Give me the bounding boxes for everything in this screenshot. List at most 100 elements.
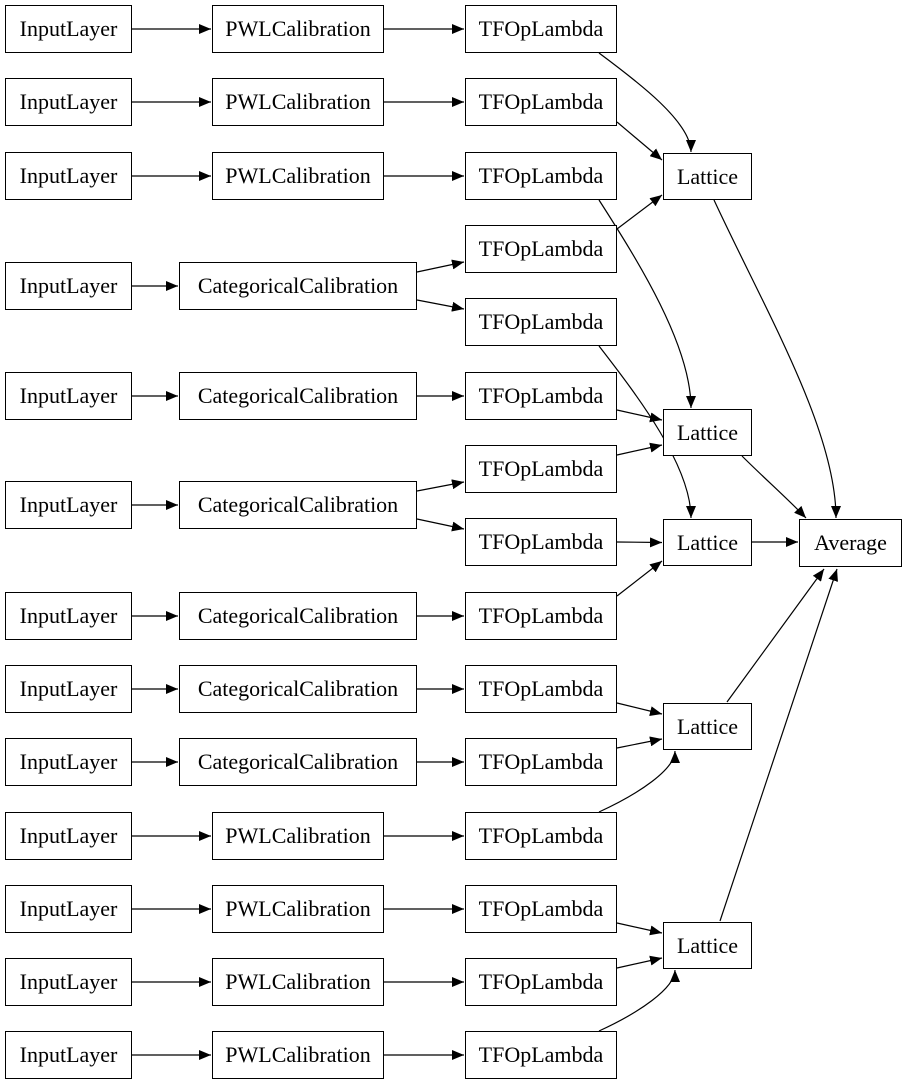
node-label: PWLCalibration — [225, 89, 371, 114]
node-cal11-pwlcalibration-box: PWLCalibration — [212, 885, 384, 933]
node-lat5-lattice-box: Lattice — [663, 922, 752, 969]
node-label: TFOpLambda — [478, 236, 604, 261]
node-label: InputLayer — [19, 823, 118, 848]
node-label: InputLayer — [19, 492, 118, 517]
node-cal7-categoricalcalibration-box: CategoricalCalibration — [179, 592, 417, 640]
node-label: InputLayer — [19, 1042, 118, 1067]
node-label: InputLayer — [19, 163, 118, 188]
node-label: PWLCalibration — [225, 16, 371, 41]
node-cal3-pwlcalibration-box: PWLCalibration — [212, 152, 384, 200]
node-label: CategoricalCalibration — [197, 676, 399, 701]
edge-lam7-to-lat2 — [616, 442, 663, 456]
node-label: InputLayer — [19, 676, 118, 701]
node-cal5-categoricalcalibration-box: CategoricalCalibration — [179, 372, 417, 420]
node-label: TFOpLambda — [478, 89, 604, 114]
node-lat4-lattice-box: Lattice — [663, 703, 752, 750]
node-label: TFOpLambda — [478, 603, 604, 628]
node-label: InputLayer — [19, 383, 118, 408]
node-label: PWLCalibration — [225, 163, 371, 188]
node-label: TFOpLambda — [478, 749, 604, 774]
node-lam14-tfoplambda-box: TFOpLambda — [465, 958, 617, 1006]
edge-lat4-to-avg — [726, 568, 825, 703]
node-in10-inputlayer-box: InputLayer — [5, 812, 132, 860]
node-label: Lattice — [676, 713, 739, 739]
node-label: InputLayer — [19, 749, 118, 774]
edge-lat5-to-avg — [719, 568, 838, 922]
node-label: CategoricalCalibration — [197, 492, 399, 517]
node-label: InputLayer — [19, 896, 118, 921]
edge-lat2-to-avg — [741, 455, 807, 519]
edge-lam15-to-lat5 — [598, 969, 680, 1032]
node-label: TFOpLambda — [478, 1042, 604, 1067]
node-label: Lattice — [676, 932, 739, 958]
node-lam3-tfoplambda-box: TFOpLambda — [465, 152, 617, 200]
edge-cal4-to-lam5 — [416, 299, 465, 312]
node-cal2-pwlcalibration-box: PWLCalibration — [212, 78, 384, 126]
edge-lat1-to-avg — [713, 199, 841, 519]
node-label: InputLayer — [19, 603, 118, 628]
node-label: TFOpLambda — [478, 969, 604, 994]
edge-cal6-to-lam8 — [416, 518, 465, 532]
node-cal8-categoricalcalibration-box: CategoricalCalibration — [179, 665, 417, 713]
node-in4-inputlayer-box: InputLayer — [5, 262, 132, 310]
node-in8-inputlayer-box: InputLayer — [5, 665, 132, 713]
edge-lam12-to-lat4 — [598, 750, 680, 813]
edge-lam4-to-lat1 — [616, 194, 663, 230]
node-lat2-lattice-box: Lattice — [663, 409, 752, 456]
node-label: Average — [814, 530, 887, 555]
node-cal10-pwlcalibration-box: PWLCalibration — [212, 812, 384, 860]
node-label: PWLCalibration — [225, 1042, 371, 1067]
node-lam4-tfoplambda-box: TFOpLambda — [465, 225, 617, 273]
edge-lam10-to-lat4 — [616, 702, 663, 717]
node-lam2-tfoplambda-box: TFOpLambda — [465, 78, 617, 126]
node-label: TFOpLambda — [478, 309, 604, 334]
node-label: TFOpLambda — [478, 823, 604, 848]
node-avg-average-box: Average — [799, 519, 902, 567]
node-lam6-tfoplambda-box: TFOpLambda — [465, 372, 617, 420]
node-in13-inputlayer-box: InputLayer — [5, 1031, 132, 1079]
node-lat1-lattice-box: Lattice — [663, 153, 752, 200]
node-in2-inputlayer-box: InputLayer — [5, 78, 132, 126]
node-in11-inputlayer-box: InputLayer — [5, 885, 132, 933]
node-label: InputLayer — [19, 273, 118, 298]
node-label: PWLCalibration — [225, 969, 371, 994]
node-cal4-categoricalcalibration-box: CategoricalCalibration — [179, 262, 417, 310]
node-lam15-tfoplambda-box: TFOpLambda — [465, 1031, 617, 1079]
node-lam12-tfoplambda-box: TFOpLambda — [465, 812, 617, 860]
node-label: InputLayer — [19, 969, 118, 994]
node-cal6-categoricalcalibration-box: CategoricalCalibration — [179, 481, 417, 529]
node-lam8-tfoplambda-box: TFOpLambda — [465, 518, 617, 566]
node-label: CategoricalCalibration — [197, 273, 399, 298]
node-label: Lattice — [676, 529, 739, 555]
node-lam9-tfoplambda-box: TFOpLambda — [465, 592, 617, 640]
node-cal1-pwlcalibration-box: PWLCalibration — [212, 5, 384, 53]
edge-lam9-to-lat3 — [616, 560, 663, 597]
node-in1-inputlayer-box: InputLayer — [5, 5, 132, 53]
node-lam13-tfoplambda-box: TFOpLambda — [465, 885, 617, 933]
edge-lam5-to-lat3 — [598, 345, 696, 519]
node-lam1-tfoplambda-box: TFOpLambda — [465, 5, 617, 53]
node-in9-inputlayer-box: InputLayer — [5, 738, 132, 786]
node-label: CategoricalCalibration — [197, 383, 399, 408]
node-label: Lattice — [676, 419, 739, 445]
node-lat3-lattice-box: Lattice — [663, 519, 752, 566]
node-label: TFOpLambda — [478, 529, 604, 554]
node-label: PWLCalibration — [225, 896, 371, 921]
node-in5-inputlayer-box: InputLayer — [5, 372, 132, 420]
node-lam7-tfoplambda-box: TFOpLambda — [465, 445, 617, 493]
node-label: TFOpLambda — [478, 163, 604, 188]
node-label: CategoricalCalibration — [197, 749, 399, 774]
edge-lam11-to-lat4 — [616, 736, 663, 749]
node-label: TFOpLambda — [478, 676, 604, 701]
node-label: TFOpLambda — [478, 896, 604, 921]
node-in6-inputlayer-box: InputLayer — [5, 481, 132, 529]
node-cal9-categoricalcalibration-box: CategoricalCalibration — [179, 738, 417, 786]
edge-lam13-to-lat5 — [616, 922, 663, 936]
node-in7-inputlayer-box: InputLayer — [5, 592, 132, 640]
node-cal13-pwlcalibration-box: PWLCalibration — [212, 1031, 384, 1079]
node-label: Lattice — [676, 163, 739, 189]
node-label: PWLCalibration — [225, 823, 371, 848]
edge-lam2-to-lat1 — [616, 121, 663, 161]
node-label: TFOpLambda — [478, 16, 604, 41]
